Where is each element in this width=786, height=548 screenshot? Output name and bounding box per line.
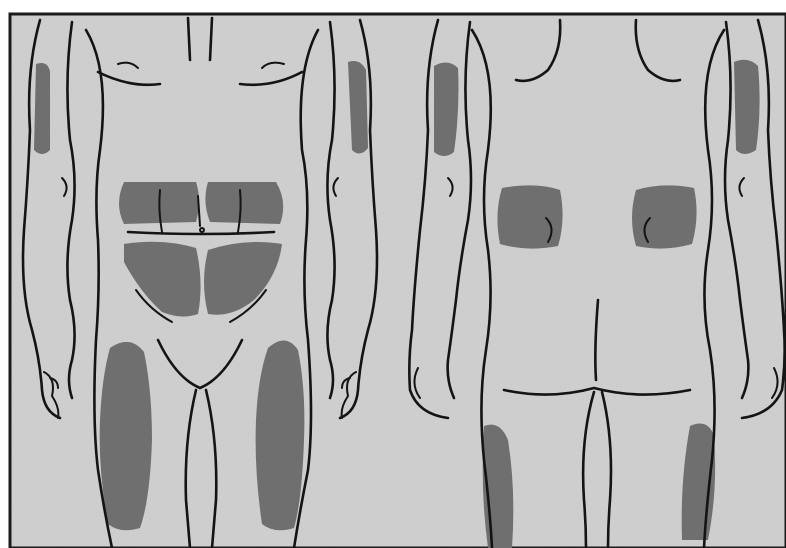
zone-back-upper-arm-right: [734, 60, 760, 154]
zone-flank-left: [497, 185, 562, 248]
zone-upper-arm-right: [34, 63, 50, 154]
zone-thigh-right: [100, 342, 152, 530]
zone-thigh-left: [256, 340, 305, 530]
zone-back-upper-arm-left: [434, 62, 459, 156]
zone-flank-right: [632, 185, 697, 248]
zone-abdomen-upper-left: [205, 182, 283, 224]
